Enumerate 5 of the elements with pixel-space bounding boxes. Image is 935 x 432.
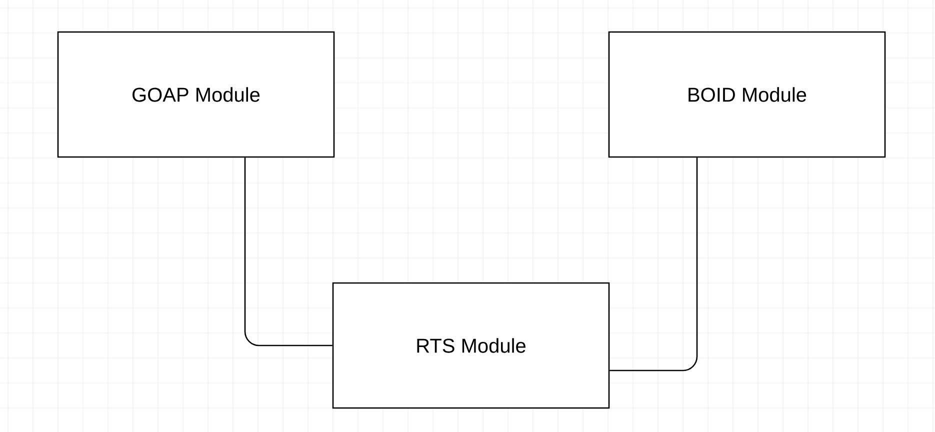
connector-line: [244, 158, 332, 346]
module-box: BOID Module: [608, 31, 886, 158]
module-box: RTS Module: [332, 282, 610, 409]
module-box: GOAP Module: [57, 31, 335, 158]
connector-line: [610, 158, 698, 372]
